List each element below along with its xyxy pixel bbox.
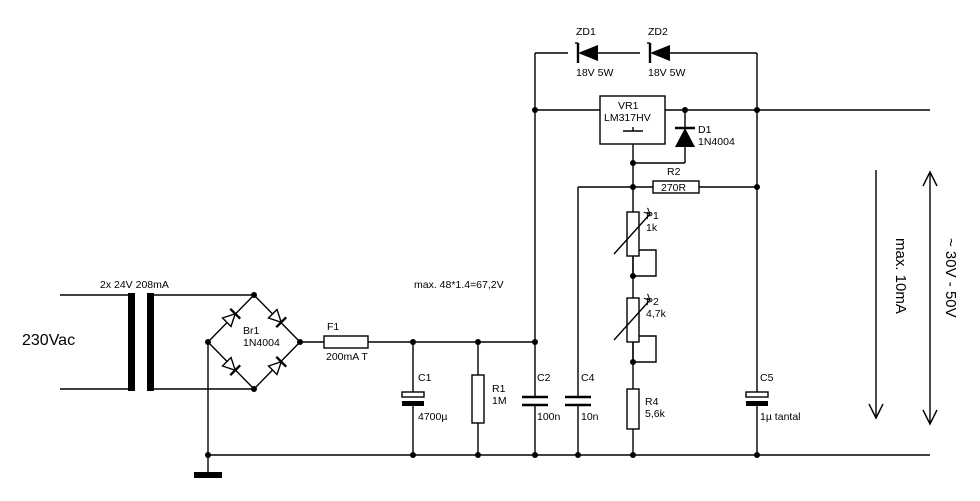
diode-d1	[630, 110, 695, 166]
capacitor-c4	[565, 187, 591, 458]
p2-name: P2	[646, 296, 659, 308]
transformer	[60, 293, 254, 391]
zd1-value: 18V 5W	[576, 67, 613, 79]
vr1-type: LM317HV	[604, 112, 651, 124]
c4-value: 10n	[581, 411, 599, 423]
d1-name: D1	[698, 124, 712, 136]
r4-name: R4	[645, 396, 659, 408]
zd2-name: ZD2	[648, 26, 668, 38]
potentiometer-p2	[613, 298, 657, 365]
output-range-label: ~ 30V - 50V	[942, 238, 959, 318]
transformer-label: 2x 24V 208mA	[100, 279, 169, 291]
p1-name: P1	[646, 210, 659, 222]
zd2-value: 18V 5W	[648, 67, 685, 79]
bridge-type: 1N4004	[243, 337, 280, 349]
max-voltage-note: max. 48*1.4=67,2V	[414, 279, 504, 291]
zener-chain	[535, 42, 758, 110]
r2-value: 270R	[661, 182, 687, 194]
c1-value: 4700µ	[418, 411, 447, 423]
p1-value: 1k	[646, 222, 658, 234]
c2-name: C2	[537, 372, 551, 384]
resistor-r4	[626, 388, 640, 458]
fuse-value: 200mA T	[326, 351, 368, 363]
capacitor-c1	[401, 339, 425, 458]
p2-value: 4,7k	[646, 308, 667, 320]
r2-name: R2	[667, 166, 681, 178]
capacitor-c2	[522, 53, 548, 458]
c5-name: C5	[760, 372, 774, 384]
potentiometer-p1	[613, 212, 657, 279]
d1-type: 1N4004	[698, 136, 735, 148]
zd1-name: ZD1	[576, 26, 596, 38]
resistor-r2	[578, 180, 760, 194]
bridge-rectifier	[205, 292, 303, 392]
resistor-r1	[471, 339, 485, 458]
c2-value: 100n	[537, 411, 561, 423]
ground-rail	[194, 342, 930, 478]
r4-value: 5,6k	[645, 408, 666, 420]
c1-name: C1	[418, 372, 432, 384]
c5-value: 1µ tantal	[760, 411, 801, 423]
regulator-vr1	[535, 95, 930, 455]
max-current-label: max. 10mA	[892, 238, 909, 314]
r1-value: 1M	[492, 395, 507, 407]
vr1-name: VR1	[618, 100, 639, 112]
r1-name: R1	[492, 383, 506, 395]
c4-name: C4	[581, 372, 595, 384]
fuse-name: F1	[327, 321, 339, 333]
voltage-arrow	[922, 170, 938, 426]
current-arrow	[868, 170, 884, 420]
mains-label: 230Vac	[22, 332, 75, 349]
main-line	[300, 335, 535, 349]
bridge-name: Br1	[243, 325, 260, 337]
capacitor-c5	[745, 110, 769, 458]
